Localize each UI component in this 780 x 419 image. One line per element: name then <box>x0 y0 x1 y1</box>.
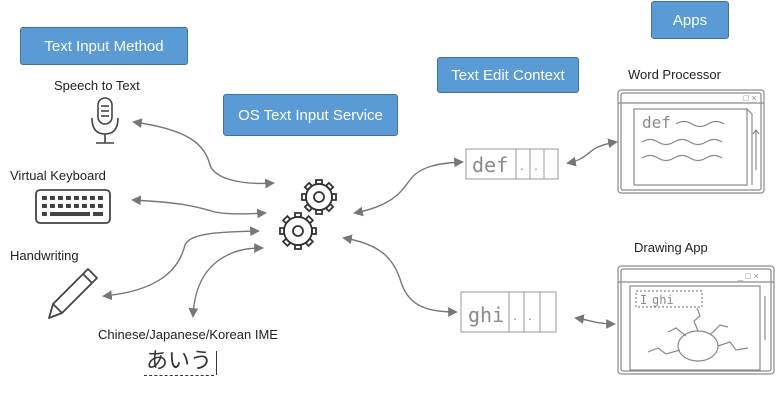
ime-caret <box>216 351 217 375</box>
svg-text:.: . <box>528 307 532 323</box>
word-processor-window-sketch: _ □ × def <box>617 89 765 194</box>
drawing-app-window-sketch: _ □ × I ghi <box>617 265 775 375</box>
svg-text:_ □ ×: _ □ × <box>737 271 759 281</box>
svg-text:_ □ ×: _ □ × <box>735 93 757 103</box>
apps-header: Apps <box>651 1 729 39</box>
arrow-handwriting-to-service <box>102 226 260 301</box>
connector-arrows <box>102 118 618 329</box>
gears-icon <box>279 179 337 250</box>
virtual-keyboard-label: Virtual Keyboard <box>10 168 106 183</box>
os-text-input-service-header: OS Text Input Service <box>223 94 398 136</box>
arrow-keyboard-to-service <box>131 195 267 219</box>
svg-text:.: . <box>520 157 524 173</box>
pencil-icon <box>48 268 98 319</box>
arrow-context2-to-drawing <box>574 314 616 329</box>
text-edit-context-header: Text Edit Context <box>437 57 579 93</box>
arrow-service-to-context2 <box>342 234 458 317</box>
arrow-ime-to-service <box>188 243 264 318</box>
microphone-icon <box>91 97 119 144</box>
edit-context-strip-1: def . . <box>465 148 559 180</box>
svg-text:.: . <box>534 157 538 173</box>
keyboard-icon <box>35 189 111 224</box>
text-input-method-header: Text Input Method <box>20 27 188 65</box>
arrow-service-to-context1 <box>353 157 464 217</box>
word-processor-sketch-text: def <box>642 113 671 132</box>
cjk-ime-label: Chinese/Japanese/Korean IME <box>98 327 278 342</box>
drawing-app-sketch-text: ghi <box>652 293 674 307</box>
speech-to-text-label: Speech to Text <box>54 78 140 93</box>
handwriting-label: Handwriting <box>10 248 79 263</box>
arrow-speech-to-service <box>132 118 275 189</box>
drawing-app-label: Drawing App <box>634 240 708 255</box>
arrow-context1-to-word <box>566 138 618 167</box>
svg-text:I: I <box>640 293 647 307</box>
svg-text:.: . <box>513 307 517 323</box>
edit-context-text-2: ghi <box>468 303 504 327</box>
ime-sample-text: あいう <box>144 349 215 376</box>
edit-context-strip-2: ghi . . <box>460 291 557 333</box>
edit-context-text-1: def <box>472 153 508 177</box>
word-processor-label: Word Processor <box>628 67 721 82</box>
